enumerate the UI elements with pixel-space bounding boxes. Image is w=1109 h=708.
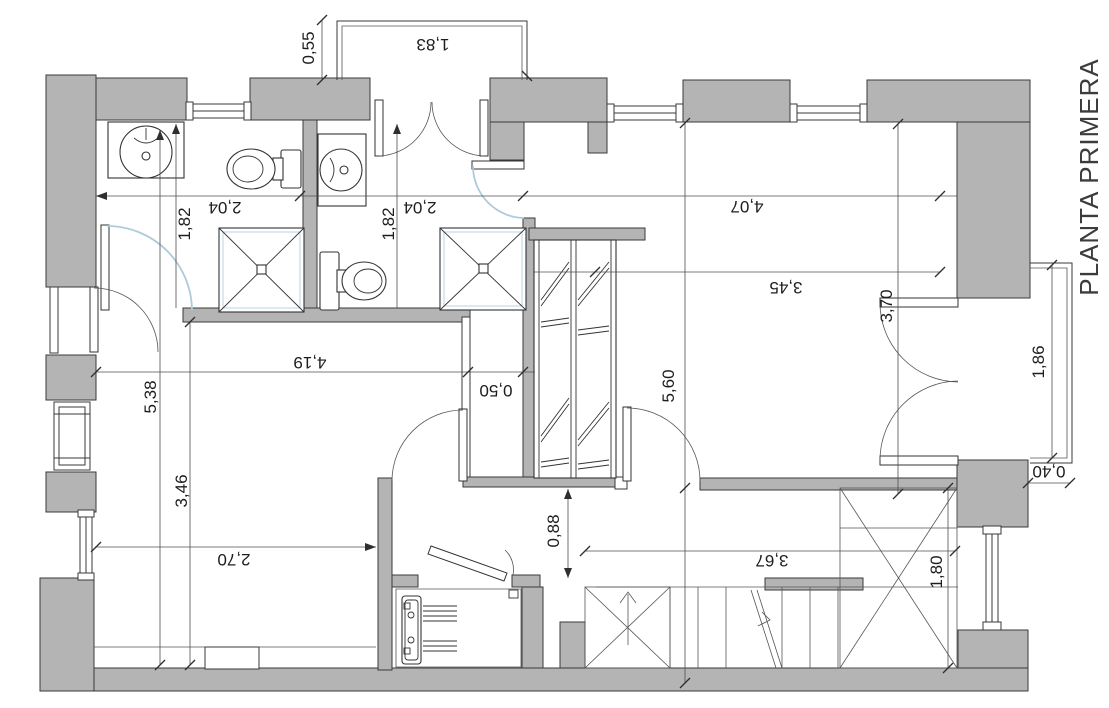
french-door-right-icon (879, 297, 959, 466)
dim-balcony-right-length: 1,86 (1029, 345, 1048, 378)
window-left-icon (53, 401, 91, 471)
dim-bedroom-width: 4,07 (730, 197, 763, 216)
dim-stair-length: 3,67 (755, 551, 788, 570)
window-right-lower-icon (982, 525, 1002, 631)
toilet-1-icon (226, 148, 302, 190)
door-bath1-icon (100, 224, 193, 311)
door-bedroom-icon (622, 406, 701, 482)
walls (39, 74, 1031, 692)
boiler-unit-icon (395, 588, 522, 668)
door-left-wall-icon (89, 286, 159, 353)
window-top-mid-icon (606, 103, 684, 123)
dimension-lines (90, 14, 1076, 689)
balconies (336, 20, 1073, 464)
door-machine-room-icon (427, 545, 514, 582)
dim-bath2-width: 2,04 (403, 198, 436, 217)
dimension-labels: 0,55 1,83 1,82 2,04 1,82 2,04 4,07 3,45 … (141, 31, 1066, 588)
dim-duct-width: 0,50 (479, 381, 512, 400)
dim-room-left-width: 4,19 (293, 353, 326, 372)
toilet-2-icon (319, 251, 387, 311)
sink-2-icon (317, 133, 367, 207)
dim-bath1-width: 2,04 (208, 198, 241, 217)
dim-balcony-top-width: 1,83 (416, 35, 449, 54)
plan-title: PLANTA PRIMERA (1074, 58, 1104, 295)
dim-balcony-top-depth: 0,55 (299, 31, 318, 64)
shower-1-icon (218, 227, 305, 313)
dim-room-left-depth: 3,46 (172, 474, 191, 507)
sink-1-icon (107, 121, 185, 179)
window-left-lower-icon (77, 509, 95, 581)
wardrobe-icon (533, 239, 617, 479)
door-lower-room-icon (391, 408, 468, 482)
dim-bedroom-depth: 3,70 (877, 289, 896, 322)
dim-passage-width: 0,88 (544, 514, 563, 547)
boiler-pipes (423, 605, 457, 652)
doors (89, 99, 959, 582)
dim-stair-width: 1,80 (927, 555, 946, 588)
dim-bedroom-width-inner: 3,45 (769, 278, 802, 297)
windows (53, 101, 1002, 631)
wardrobe-hatch (540, 261, 610, 470)
window-top-left-icon (185, 101, 252, 121)
dim-hall-depth: 5,60 (659, 369, 678, 402)
dim-room-left-depth-total: 5,38 (141, 380, 160, 413)
shower-2-icon (439, 227, 527, 311)
window-top-right-icon (789, 103, 868, 123)
dim-bath1-depth: 1,82 (175, 207, 194, 240)
french-door-top-icon (374, 99, 489, 157)
fixtures (107, 121, 527, 313)
dim-bath2-depth: 1,82 (379, 207, 398, 240)
balcony-top (336, 20, 533, 82)
dim-balcony-right-depth: 0,40 (1032, 462, 1065, 481)
door-bath2-icon (471, 160, 525, 219)
stairs-icon (94, 487, 958, 670)
dim-room-bottom-width: 2,70 (217, 550, 250, 569)
